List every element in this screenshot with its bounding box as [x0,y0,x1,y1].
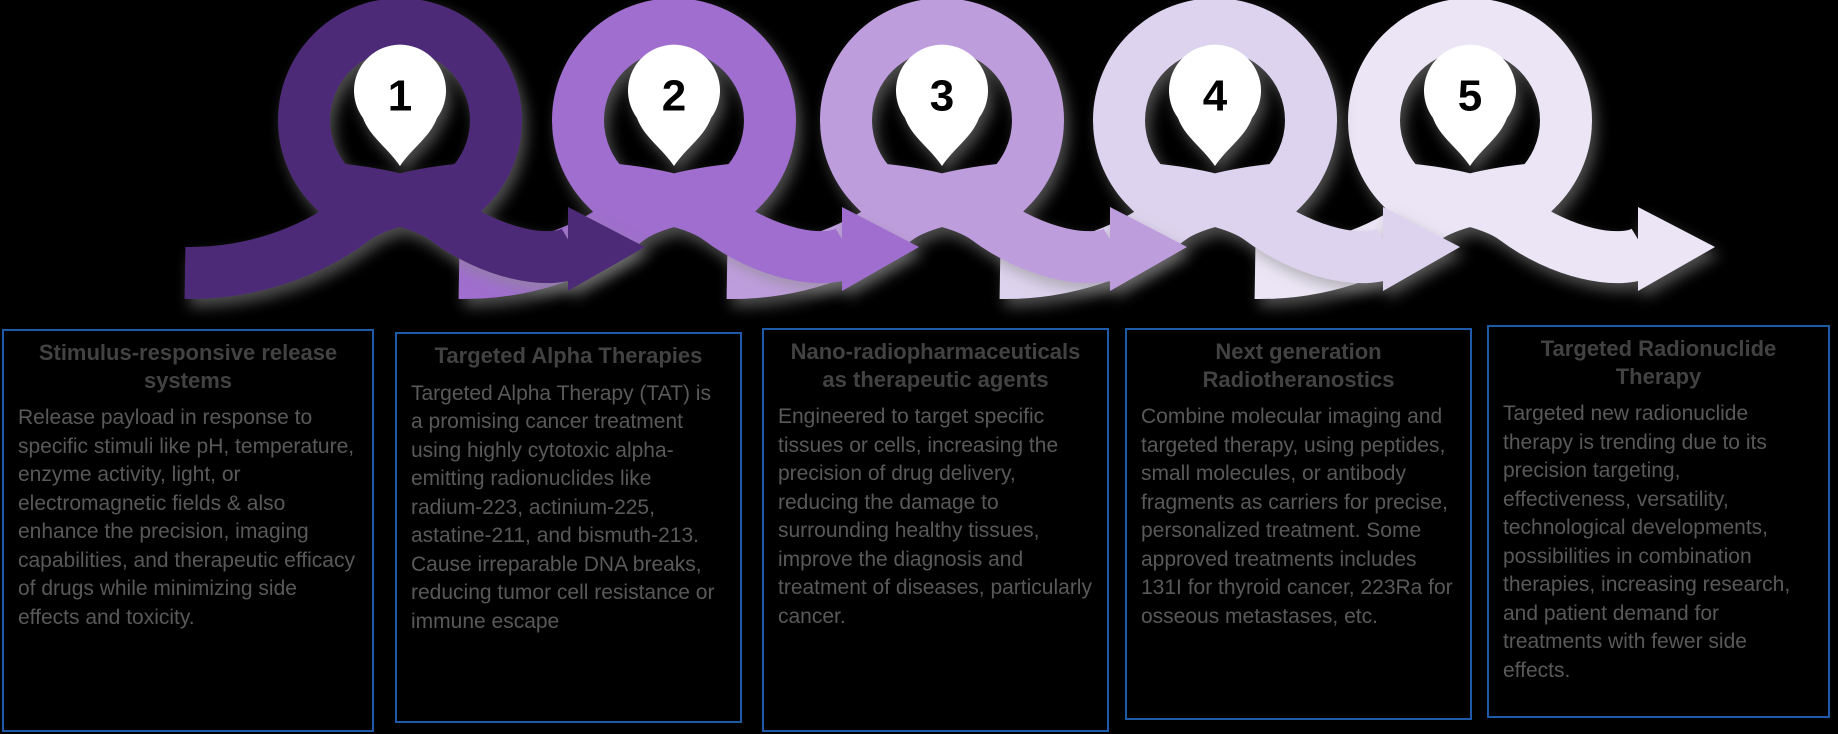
trend-card-title: Next generation Radiotheranostics [1202,339,1395,392]
trend-card-4: Next generation Radiotheranostics Combin… [1125,328,1472,720]
pin-marker [628,44,720,166]
ribbon-step-2: 2 [458,0,919,300]
loop-ribbon-shape [726,0,1131,300]
trend-card-title: Stimulus-responsive release systems [38,340,338,393]
loop-ribbon-shape [1254,0,1659,300]
arrow-right-icon [568,207,645,291]
step-number: 3 [930,72,954,121]
trend-card-title: Targeted Radionuclide Therapy [1540,336,1777,389]
trend-card-title: Targeted Alpha Therapies [434,343,703,368]
step-number: 5 [1458,72,1482,121]
step-number: 2 [662,72,686,121]
pin-marker [896,44,988,166]
loop-ribbon-shape [184,0,589,300]
step-number: 1 [388,72,412,121]
ribbon-step-5: 5 [1254,0,1715,300]
arrow-right-icon [1638,207,1715,291]
loop-ribbon-shape [458,0,863,300]
ribbon-step-3: 3 [726,0,1187,300]
trend-card-title: Nano-radiopharmaceuticals as therapeutic… [790,339,1081,392]
ribbon-step-4: 4 [999,0,1460,300]
trend-card-body: Release payload in response to specific … [18,406,355,629]
trend-card-body: Targeted new radionuclide therapy is tre… [1503,402,1791,682]
arrow-right-icon [1110,207,1187,291]
trend-card-2: Targeted Alpha Therapies Targeted Alpha … [395,332,742,723]
trend-card-body: Combine molecular imaging and targeted t… [1141,405,1453,628]
trend-card-3: Nano-radiopharmaceuticals as therapeutic… [762,328,1109,732]
arrow-right-icon [842,207,919,291]
trend-card-1: Stimulus-responsive release systems Rele… [2,329,374,732]
trend-card-5: Targeted Radionuclide Therapy Targeted n… [1487,325,1830,718]
ribbon-flow-diagram: 5 4 3 2 1 [184,0,1715,300]
ribbon-step-1: 1 [184,0,645,300]
pin-marker [1424,44,1516,166]
arrow-right-icon [1383,207,1460,291]
trend-card-body: Engineered to target specific tissues or… [778,405,1092,628]
pin-marker [354,44,446,166]
step-number: 4 [1203,72,1228,121]
trend-card-body: Targeted Alpha Therapy (TAT) is a promis… [411,381,715,633]
pin-marker [1169,44,1261,166]
loop-ribbon-shape [999,0,1404,300]
